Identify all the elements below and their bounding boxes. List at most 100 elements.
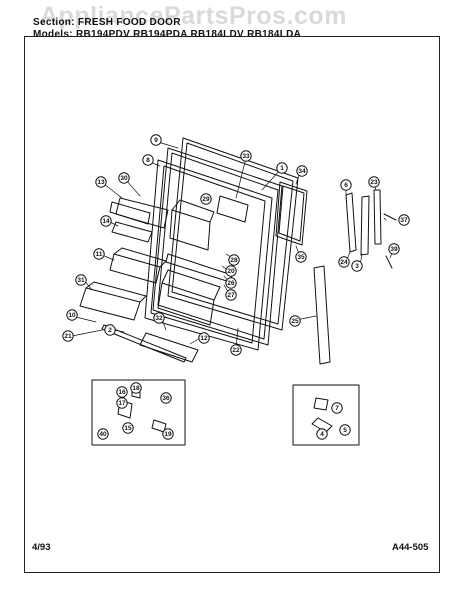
- spring-37: [383, 213, 397, 221]
- rear-panel-34: [275, 181, 308, 246]
- bin-11: [109, 253, 161, 284]
- hinge-bracket-5: [360, 195, 370, 256]
- callout-label: 37: [400, 217, 408, 224]
- diagram-code: A44-505: [392, 542, 429, 553]
- callout-34: 34: [296, 165, 308, 177]
- callout-26: 26: [225, 277, 237, 289]
- pin-39: [385, 255, 393, 269]
- diagram-frame: [24, 36, 440, 573]
- callout-11: 11: [93, 248, 105, 260]
- callout-label: 40: [99, 431, 107, 438]
- callout-14: 14: [100, 215, 112, 227]
- callout-label: 10: [68, 312, 76, 319]
- callout-20: 20: [225, 265, 237, 277]
- callout-label: 14: [102, 218, 110, 225]
- butter-compartment: [216, 195, 249, 223]
- callout-label: 32: [155, 315, 163, 322]
- callout-label: 7: [335, 405, 339, 412]
- callout-7: 7: [331, 402, 343, 414]
- callout-17: 17: [116, 397, 128, 409]
- callout-19: 19: [162, 428, 174, 440]
- callout-25: 25: [289, 315, 301, 327]
- callout-label: 28: [230, 257, 238, 264]
- hinge-rod-23: [373, 189, 382, 245]
- callout-label: 6: [344, 182, 348, 189]
- inset-box-left: [91, 379, 186, 446]
- callout-label: 22: [232, 347, 240, 354]
- callout-37: 37: [398, 214, 410, 226]
- callout-22: 22: [230, 344, 242, 356]
- dairy-door-13: [115, 197, 169, 229]
- callout-label: 5: [343, 427, 347, 434]
- callout-label: 1: [280, 165, 284, 172]
- callout-label: 39: [390, 246, 398, 253]
- callout-label: 12: [200, 335, 208, 342]
- door-gasket: [152, 147, 283, 346]
- callout-label: 13: [97, 179, 105, 186]
- callout-9: 9: [150, 134, 162, 146]
- callout-39: 39: [388, 243, 400, 255]
- hinge-bracket-6: [345, 192, 357, 253]
- callout-2: 2: [104, 324, 116, 336]
- callout-label: 19: [164, 431, 172, 438]
- callout-4: 4: [316, 428, 328, 440]
- callout-10: 10: [66, 309, 78, 321]
- callout-label: 29: [202, 196, 210, 203]
- callout-label: 8: [146, 157, 150, 164]
- callout-12: 12: [198, 332, 210, 344]
- callout-33: 33: [240, 150, 252, 162]
- callout-8: 8: [142, 154, 154, 166]
- callout-29: 29: [200, 193, 212, 205]
- callout-23: 23: [368, 176, 380, 188]
- callout-35: 35: [295, 251, 307, 263]
- callout-label: 17: [118, 400, 126, 407]
- callout-label: 15: [124, 425, 132, 432]
- lower-bin-lip: [161, 269, 221, 301]
- callout-32: 32: [153, 312, 165, 324]
- handle-base-32: [139, 332, 199, 363]
- inset-box-right: [292, 384, 360, 446]
- callout-3: 3: [351, 260, 363, 272]
- callout-5: 5: [339, 424, 351, 436]
- shelf-14: [111, 221, 153, 243]
- section-title: Section: FRESH FOOD DOOR: [33, 17, 181, 28]
- door-outer-panel: [167, 137, 299, 331]
- door-inner-liner: [144, 159, 273, 351]
- door-handle-25: [313, 265, 331, 365]
- callout-label: 34: [298, 168, 306, 175]
- callout-24: 24: [338, 256, 350, 268]
- callout-6: 6: [340, 179, 352, 191]
- callout-31: 31: [75, 274, 87, 286]
- callout-18: 18: [130, 382, 142, 394]
- callout-label: 27: [227, 292, 235, 299]
- callout-16: 16: [116, 386, 128, 398]
- models-line: Models: RB194PDV RB194PDA RB184LDV RB184…: [33, 29, 302, 40]
- callout-label: 31: [77, 277, 85, 284]
- callout-label: 11: [96, 251, 103, 258]
- callout-label: 3: [355, 263, 359, 270]
- callout-label: 20: [227, 268, 235, 275]
- callout-label: 35: [297, 254, 305, 261]
- callout-label: 24: [340, 259, 348, 266]
- bin-31: [79, 287, 141, 321]
- callout-label: 26: [227, 280, 235, 287]
- callout-28: 28: [228, 254, 240, 266]
- callout-13: 13: [95, 176, 107, 188]
- callout-21: 21: [62, 330, 74, 342]
- dairy-shelf-30: [109, 201, 151, 225]
- callout-label: 4: [320, 431, 324, 438]
- revision-date: 4/93: [32, 542, 51, 553]
- callout-label: 2: [108, 327, 112, 334]
- lower-bin-door: [157, 282, 215, 326]
- callout-label: 30: [120, 175, 128, 182]
- bin-31-rim: [85, 281, 147, 303]
- callout-label: 23: [370, 179, 378, 186]
- callout-label: 18: [132, 385, 140, 392]
- callout-label: 16: [118, 389, 126, 396]
- callout-label: 21: [64, 333, 72, 340]
- upper-bin-lip: [171, 199, 215, 223]
- callout-30: 30: [118, 172, 130, 184]
- bin-11-rim: [113, 247, 167, 268]
- trim-strip-21: [101, 324, 187, 363]
